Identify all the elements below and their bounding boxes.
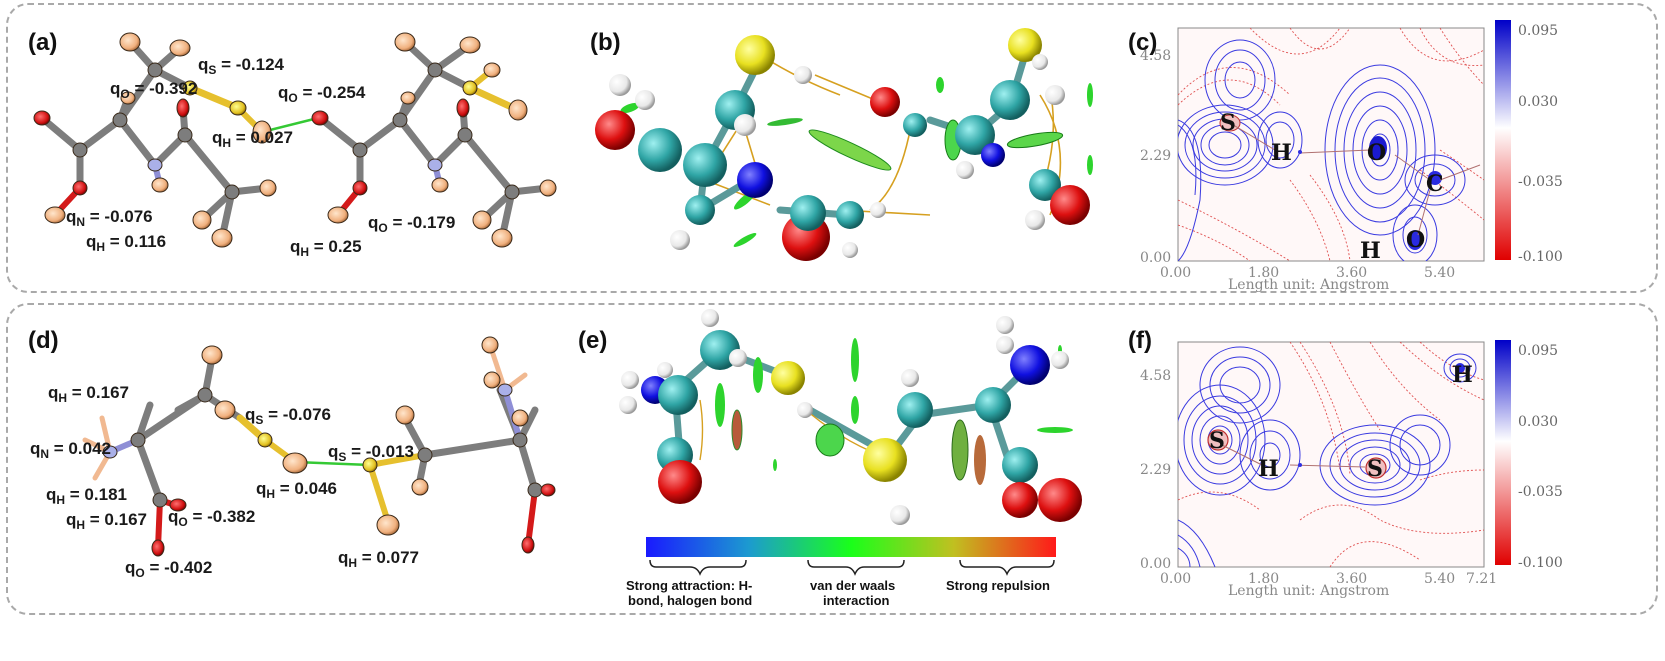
- atom-label: O: [1406, 227, 1425, 253]
- charge-label: qH = 0.25: [290, 237, 362, 259]
- x-tick-label: 7.21: [1466, 571, 1497, 587]
- panel-label-d: (d): [28, 327, 59, 354]
- colorbar-tick: 0.030: [1518, 94, 1558, 110]
- y-tick-label: 0.00: [1140, 250, 1171, 266]
- atom-label: H: [1258, 456, 1279, 482]
- y-tick-label: 2.29: [1140, 148, 1171, 164]
- contour-map-c: S H O C H O 4.58 2.29 0.00 0.00 1.80 3.6…: [1140, 20, 1563, 293]
- atom-label: C: [1426, 171, 1444, 197]
- colorbar: [1495, 20, 1511, 260]
- x-tick-label: 1.80: [1248, 265, 1279, 281]
- x-tick-label: 0.00: [1160, 571, 1191, 587]
- charge-label: qH = 0.116: [86, 232, 166, 254]
- charge-label: qH = 0.046: [256, 479, 337, 501]
- y-tick-label: 4.58: [1140, 48, 1171, 64]
- atom-label: H: [1271, 140, 1292, 166]
- colorbar-tick: 0.030: [1518, 414, 1558, 430]
- charge-label: qO = -0.254: [278, 83, 366, 105]
- x-axis-label: Length unit: Angstrom: [1228, 277, 1389, 293]
- panel-label-a: (a): [28, 29, 57, 56]
- bottom-panel-frame: [6, 303, 1658, 615]
- colorbar: [1495, 340, 1511, 565]
- charge-label: qO = -0.382: [168, 507, 255, 529]
- atom-label: S: [1209, 428, 1225, 454]
- charge-label: qH = 0.167: [66, 510, 147, 532]
- atom-label: H: [1360, 238, 1381, 264]
- y-tick-label: 4.58: [1140, 368, 1171, 384]
- charge-label: qO = -0.392: [110, 79, 197, 101]
- charge-label: qO = -0.179: [368, 213, 455, 235]
- colorbar-tick: 0.095: [1518, 343, 1558, 359]
- colorbar-tick: 0.095: [1518, 23, 1558, 39]
- charge-labels-d: qH = 0.167 qS = -0.076 qN = 0.042 qS = -…: [30, 383, 419, 580]
- legend-strong-repulsion: Strong repulsion: [946, 578, 1050, 593]
- colorbar-tick: -0.035: [1518, 484, 1563, 500]
- charge-label: qH = 0.027: [212, 128, 293, 150]
- x-tick-label: 5.40: [1424, 265, 1455, 281]
- atom-label: S: [1220, 110, 1236, 136]
- charge-label: qS = -0.013: [328, 442, 414, 464]
- ortep-structure-d: [82, 336, 556, 557]
- x-tick-label: 3.60: [1336, 571, 1367, 587]
- panel-label-e: (e): [578, 327, 607, 354]
- panel-label-c: (c): [1128, 29, 1157, 56]
- charge-label: qO = -0.402: [125, 558, 212, 580]
- charge-label: qS = -0.076: [245, 405, 331, 427]
- charge-label: qS = -0.124: [198, 55, 285, 77]
- x-tick-label: 1.80: [1248, 571, 1279, 587]
- x-tick-label: 3.60: [1336, 265, 1367, 281]
- x-axis-label: Length unit: Angstrom: [1228, 583, 1389, 599]
- x-tick-label: 5.40: [1424, 571, 1455, 587]
- legend-strong-attraction: Strong attraction: H-: [626, 578, 752, 593]
- panel-label-b: (b): [590, 29, 621, 56]
- top-panel-frame: [6, 3, 1658, 293]
- charge-label: qH = 0.167: [48, 383, 129, 405]
- charge-label: qH = 0.077: [338, 548, 419, 570]
- ortep-structure-a: [33, 32, 557, 248]
- y-tick-label: 0.00: [1140, 556, 1171, 572]
- atom-label: H: [1452, 362, 1473, 388]
- charge-label: qH = 0.181: [46, 485, 127, 507]
- nci-structure-b: [595, 28, 1093, 261]
- charge-label: qN = -0.076: [66, 207, 153, 229]
- atom-label: O: [1367, 140, 1386, 166]
- colorbar-tick: -0.035: [1518, 174, 1563, 190]
- atom-label: S: [1367, 456, 1383, 482]
- y-tick-label: 2.29: [1140, 462, 1171, 478]
- nci-colorbar: [646, 537, 1056, 557]
- nci-structure-e: Strong attraction: H- bond, halogen bond…: [619, 309, 1082, 608]
- colorbar-tick: -0.100: [1518, 555, 1563, 571]
- contour-map-f: S H S H 4.58 2.29 0.00 0.00 1.80 3.60 5.…: [1140, 340, 1563, 599]
- colorbar-tick: -0.100: [1518, 249, 1563, 265]
- charge-label: qN = 0.042: [30, 439, 111, 461]
- legend-vdw-2: interaction: [823, 593, 890, 608]
- legend-strong-attraction-2: bond, halogen bond: [628, 593, 752, 608]
- panel-label-f: (f): [1128, 327, 1152, 354]
- legend-vdw: van der waals: [810, 578, 895, 593]
- x-tick-label: 0.00: [1160, 265, 1191, 281]
- charge-labels-a: qS = -0.124 qO = -0.392 qO = -0.254 qH =…: [66, 55, 455, 259]
